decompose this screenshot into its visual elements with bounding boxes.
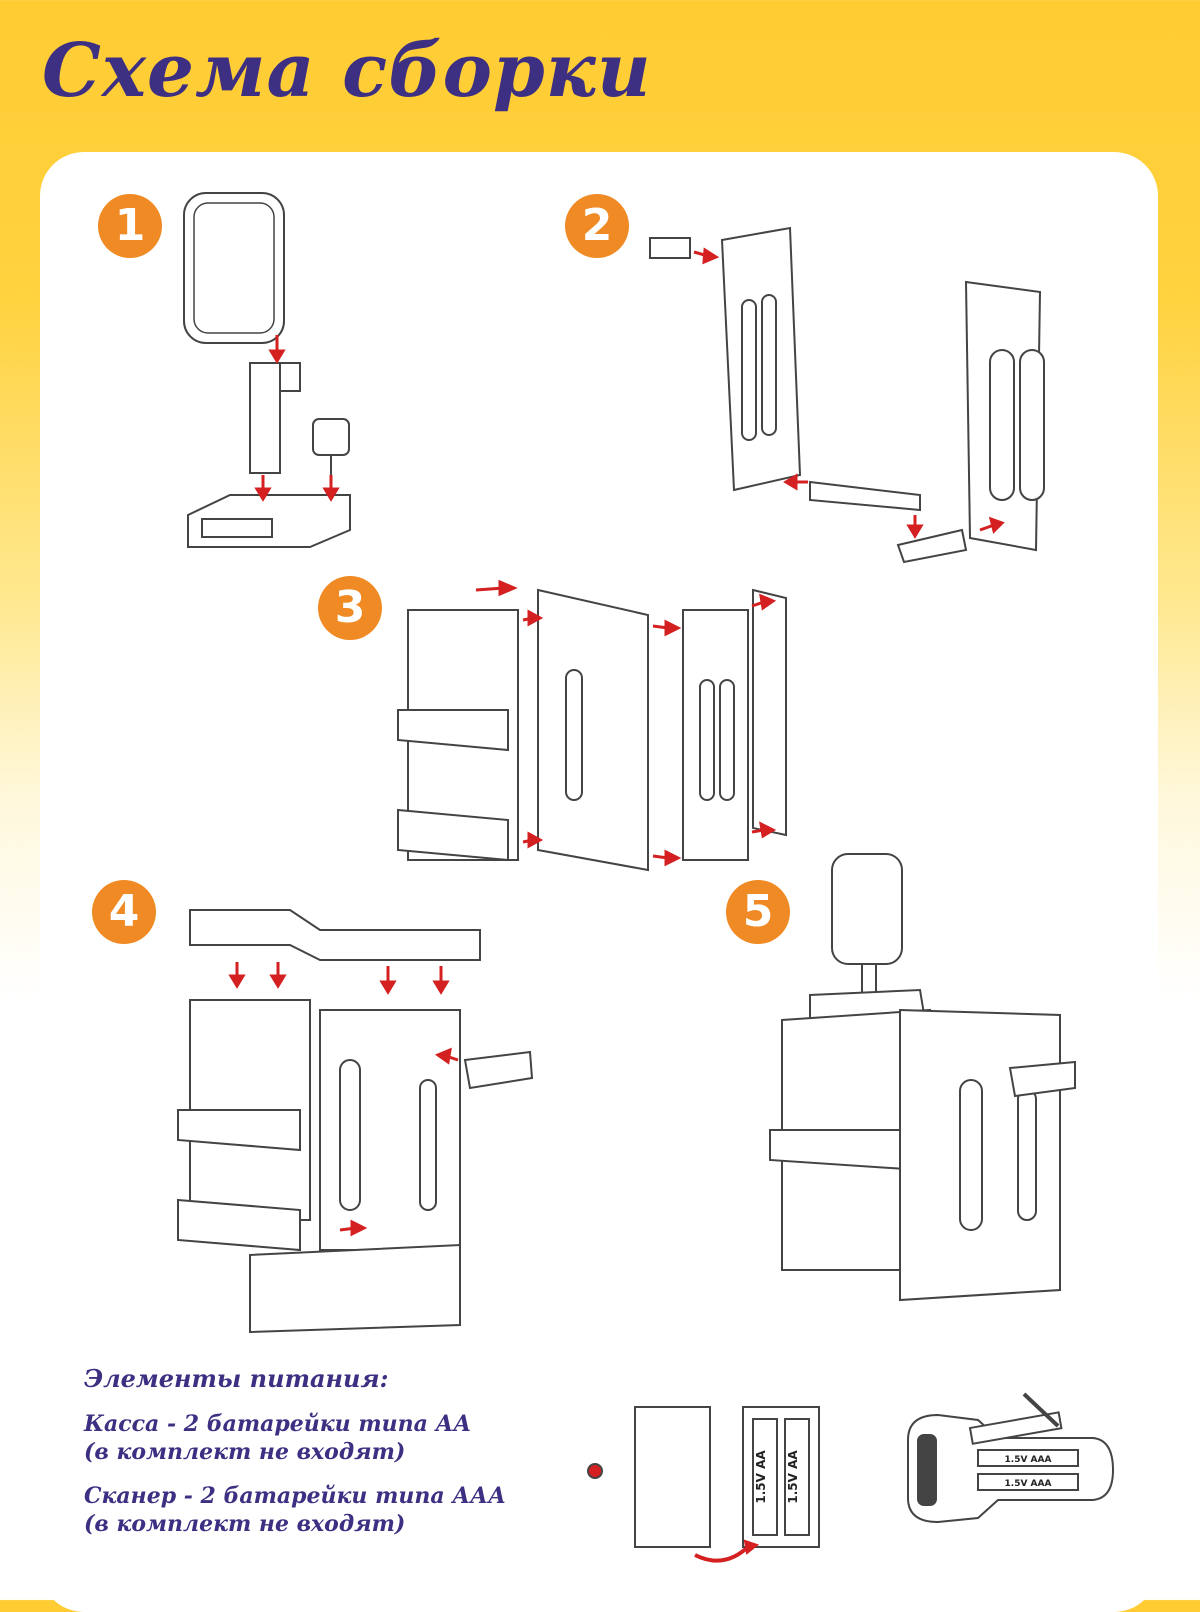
bottom-shelf	[177, 1198, 301, 1252]
scanner-cover	[968, 1411, 1063, 1445]
screw-icon	[587, 1463, 603, 1479]
step-2-diagram	[649, 226, 1045, 564]
assembled-display	[831, 853, 903, 965]
assembled-tray	[1008, 1060, 1076, 1098]
connector-piece	[649, 237, 691, 259]
battery-aaa-label-2: 1.5V AAA	[1005, 1479, 1052, 1489]
crossbar-top	[809, 480, 921, 512]
battery-aaa-1	[977, 1449, 1079, 1467]
step-badge-4: 4	[92, 880, 156, 944]
display-inner	[193, 202, 275, 334]
scanner-battery-info: Сканер - 2 батарейки типа ААА (в комплек…	[84, 1482, 506, 1538]
register-battery-line: Касса - 2 батарейки типа АА	[84, 1411, 472, 1437]
post-clip	[279, 362, 301, 392]
back-panel	[537, 588, 649, 872]
panel-slot-2	[761, 294, 777, 436]
base-tray	[201, 518, 273, 538]
scanner-body	[907, 1413, 1115, 1524]
scanner-grip-icon	[917, 1434, 937, 1506]
assembled-slot-1	[959, 1079, 983, 1231]
scanner-battery-note: (в комплект не входят)	[84, 1511, 406, 1537]
tower-slot-1	[339, 1059, 361, 1211]
scanner-battery-line: Сканер - 2 батарейки типа ААА	[84, 1483, 507, 1509]
front-slot-2	[719, 679, 735, 801]
step-3-arrows	[475, 579, 777, 867]
rotate-arrow-head-icon	[743, 1539, 760, 1555]
step-badge-5: 5	[726, 880, 790, 944]
step-1-arrows	[254, 335, 340, 502]
screwdriver-icon	[1022, 1392, 1060, 1428]
side-tray	[463, 1050, 534, 1090]
crossbar-bottom	[896, 528, 968, 564]
rotate-arrow-icon	[694, 1543, 752, 1563]
step-5-diagram	[769, 853, 1076, 1302]
register-battery-info: Касса - 2 батарейки типа АА (в комплект …	[84, 1410, 471, 1466]
counter-top	[189, 909, 481, 961]
battery-aaa-label-1: 1.5V AAA	[1005, 1455, 1052, 1465]
side-strip	[752, 588, 787, 837]
battery-aa-2	[784, 1418, 810, 1536]
step-4-diagram	[177, 909, 534, 1334]
tower-slot-2	[419, 1079, 437, 1211]
lower-shelf	[397, 808, 509, 862]
middle-shelf	[177, 1109, 301, 1152]
upper-shelf	[397, 709, 509, 752]
assembled-post	[861, 963, 877, 995]
base-drawer	[249, 1243, 461, 1334]
scanner-head	[312, 418, 350, 456]
step-badge-2: 2	[565, 194, 629, 258]
battery-aaa-2	[977, 1473, 1079, 1491]
panel-slot-1	[741, 299, 757, 441]
step-badge-3: 3	[318, 576, 382, 640]
power-heading: Элементы питания:	[84, 1364, 389, 1393]
assembled-slot-2	[1017, 1089, 1037, 1221]
battery-aa-1	[752, 1418, 778, 1536]
panel-slot-3	[989, 349, 1015, 501]
step-badge-1: 1	[98, 194, 162, 258]
register-battery-note: (в комплект не входят)	[84, 1439, 406, 1465]
front-slot-1	[699, 679, 715, 801]
display-post	[249, 362, 281, 474]
battery-aa-label-1: 1.5V AA	[754, 1450, 768, 1504]
panel-slot-4	[1019, 349, 1045, 501]
scanner-battery-diagram: 1.5V AAA 1.5V AAA	[907, 1392, 1115, 1524]
back-slot	[565, 669, 583, 801]
step-1-diagram	[183, 192, 351, 548]
step-3-diagram	[397, 579, 787, 872]
battery-aa-label-2: 1.5V AA	[786, 1450, 800, 1504]
register-battery-diagram: 1.5V AA 1.5V AA	[587, 1406, 820, 1563]
front-panel	[682, 609, 749, 861]
battery-cover	[634, 1406, 711, 1548]
page-title: Схема сборки	[42, 28, 652, 114]
step-4-arrows	[228, 962, 459, 1237]
step-2-arrows	[693, 247, 1005, 539]
